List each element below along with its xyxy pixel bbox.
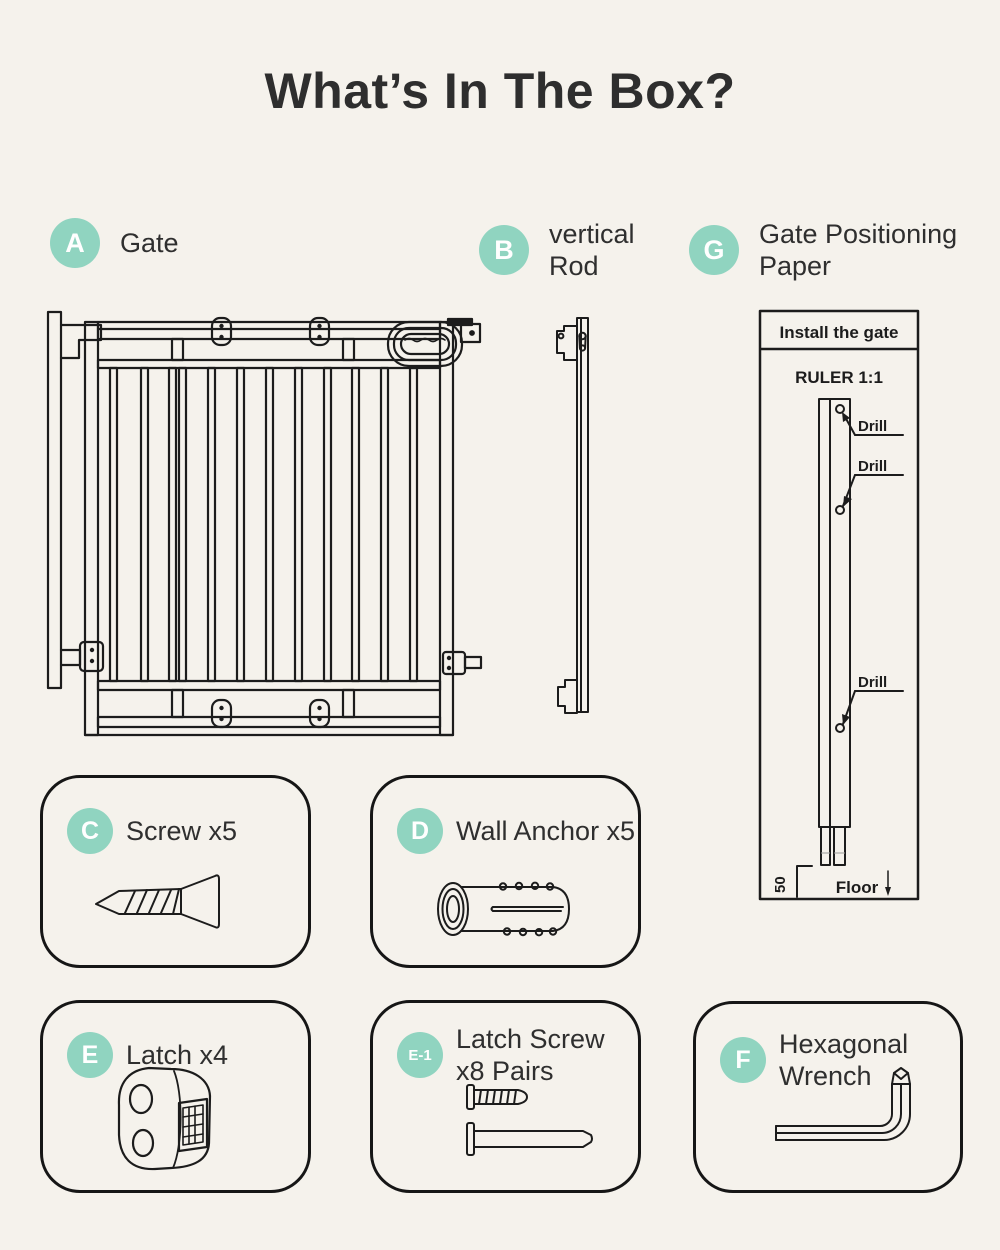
item-e1-label: Latch Screw x8 Pairs — [456, 1024, 605, 1087]
item-b-header: B vertical Rod — [479, 218, 661, 283]
item-b-badge: B — [479, 225, 529, 276]
vertical-rod-drawing — [548, 310, 598, 720]
item-e1-badge: E-1 — [397, 1032, 443, 1079]
item-a-label: Gate — [120, 227, 179, 258]
paper-floor-label: Floor — [836, 878, 879, 897]
item-f-label: Hexagonal Wrench — [779, 1029, 909, 1092]
item-c-label: Screw x5 — [126, 815, 238, 846]
item-a-badge: A — [50, 218, 100, 268]
latch-drawing — [111, 1061, 239, 1184]
item-d-badge: D — [397, 808, 443, 854]
item-g-badge: G — [689, 225, 739, 276]
item-f-badge: F — [720, 1037, 766, 1084]
box-hex-wrench: F Hexagonal Wrench — [693, 1001, 963, 1193]
item-c-header: C Screw x5 — [67, 808, 237, 854]
positioning-paper-drawing: Install the gate RULER 1:1 — [755, 305, 925, 905]
item-d-header: D Wall Anchor x5 — [397, 808, 635, 854]
item-a-header: A Gate — [50, 218, 179, 268]
item-g-header: G Gate Positioning Paper — [689, 218, 979, 283]
item-b-label: vertical Rod — [549, 219, 635, 282]
screw-drawing — [91, 873, 251, 936]
paper-drill-label-2: Drill — [858, 458, 887, 475]
paper-drill-label-1: Drill — [858, 418, 887, 435]
item-e-badge: E — [67, 1032, 113, 1078]
gate-drawing — [40, 300, 500, 750]
item-g-label: Gate Positioning Paper — [759, 219, 958, 282]
item-e-label: Latch x4 — [126, 1039, 229, 1070]
item-f-header: F Hexagonal Wrench — [720, 1028, 929, 1093]
hex-wrench-drawing — [768, 1062, 928, 1165]
paper-drill-label-3: Drill — [858, 674, 887, 691]
wall-anchor-drawing — [431, 870, 581, 953]
latch-screw-drawing — [461, 1079, 606, 1176]
item-e-header: E Latch x4 — [67, 1032, 228, 1078]
page-title: What’s In The Box? — [264, 63, 736, 119]
box-latch-screw: E-1 Latch Screw x8 Pairs — [370, 1000, 641, 1193]
item-c-badge: C — [67, 808, 113, 854]
paper-floor-offset: 50 — [772, 876, 789, 893]
paper-header-text: Install the gate — [779, 323, 898, 342]
item-e1-header: E-1 Latch Screw x8 Pairs — [397, 1023, 616, 1088]
paper-ruler-text: RULER 1:1 — [795, 368, 883, 387]
box-latch: E Latch x4 — [40, 1000, 311, 1193]
item-d-label: Wall Anchor x5 — [456, 815, 636, 846]
box-wall-anchor: D Wall Anchor x5 — [370, 775, 641, 968]
box-screw: C Screw x5 — [40, 775, 311, 968]
